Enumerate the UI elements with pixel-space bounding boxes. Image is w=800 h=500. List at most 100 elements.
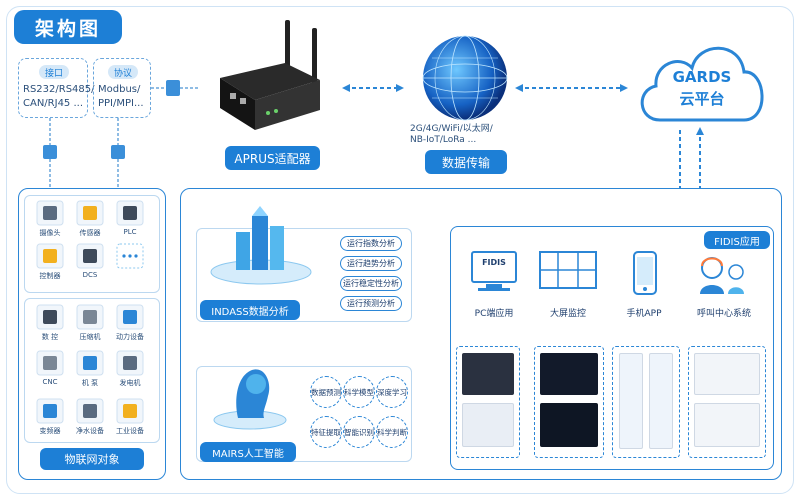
- pc-icon: [471, 251, 517, 291]
- pc-screenshot: [462, 403, 514, 447]
- iot-object-label: DCS: [82, 271, 98, 279]
- call-screenshot: [694, 353, 760, 395]
- interface-box: 接口 RS232/RS485/ CAN/RJ45 ...: [18, 58, 95, 118]
- iot-object-label: 传感器: [79, 229, 101, 237]
- iot-object: 工业设备: [110, 398, 150, 436]
- iot-object: 净水设备: [70, 398, 110, 436]
- iot-object: CNC: [30, 350, 70, 386]
- cloud-title: GARDS: [672, 68, 732, 86]
- ai-capability-label: 提取: [326, 427, 341, 437]
- ai-capability-label: 模型: [359, 387, 374, 397]
- ai-capability-label: 科学: [377, 427, 392, 437]
- interface-label: 接口: [39, 65, 69, 79]
- iot-footer-label: 物联网对象: [40, 448, 144, 470]
- ai-capability-label: 预测: [326, 387, 341, 397]
- iot-object-label: 控制器: [39, 272, 61, 280]
- ai-capability-label: 深度: [377, 387, 392, 397]
- router-icon: [220, 20, 320, 130]
- controller-icon: [36, 243, 64, 269]
- pc-screens: [456, 346, 520, 458]
- call-screenshot: [694, 403, 760, 447]
- ai-capability: 科学模型: [343, 376, 375, 408]
- iot-object-label: 净水设备: [76, 427, 104, 435]
- interface-line-1: RS232/RS485/: [23, 84, 95, 95]
- iot-object-label: 发电机: [119, 379, 141, 387]
- app-label-call: 呼叫中心系统: [696, 309, 751, 319]
- analysis-item: 运行指数分析: [340, 236, 402, 251]
- app-label-wall: 大屏监控: [549, 309, 586, 319]
- ai-capability-label: 智能: [344, 427, 359, 437]
- ai-capability-label: 数据: [311, 387, 326, 397]
- analysis-item: 运行趋势分析: [340, 256, 402, 271]
- iot-object-label: 摄像头: [39, 229, 61, 237]
- iot-object-label: 变频器: [39, 427, 61, 435]
- cloud-subtitle: 云平台: [679, 90, 725, 108]
- ai-head-icon: [213, 369, 287, 430]
- industrial-icon: [116, 398, 144, 424]
- plug-icon: [43, 145, 57, 159]
- iot-group-bottom: [24, 298, 160, 443]
- iot-object-label: 机 泵: [81, 379, 99, 387]
- ai-capability: 智能识别: [343, 416, 375, 448]
- mairs-label: MAIRS人工智能: [200, 442, 296, 462]
- sensor-icon: [76, 200, 104, 226]
- iot-object: PLC: [110, 200, 150, 236]
- iot-object: 摄像头: [30, 200, 70, 238]
- iot-object-label: 动力设备: [116, 333, 144, 341]
- iot-object: 控制器: [30, 243, 70, 281]
- adapter-label: APRUS适配器: [225, 146, 320, 170]
- protocol-line-1: Modbus/: [98, 84, 141, 95]
- analysis-item: 运行预测分析: [340, 296, 402, 311]
- globe-icon: [422, 35, 508, 121]
- camera-icon: [36, 200, 64, 226]
- transmission-label: 数据传输: [425, 150, 507, 174]
- ai-capability: 深度学习: [376, 376, 408, 408]
- iot-panel: [18, 188, 166, 480]
- phone-screenshot: [649, 353, 673, 449]
- iot-object: 动力设备: [110, 304, 150, 342]
- generator-icon: [116, 304, 144, 330]
- video-wall-icon: [539, 251, 597, 289]
- ai-capability: 科学判断: [376, 416, 408, 448]
- pump-icon: [76, 350, 104, 376]
- compressor-icon: [76, 304, 104, 330]
- indass-label: INDASS数据分析: [200, 300, 300, 320]
- iot-object: 发电机: [110, 350, 150, 388]
- iot-group-top: [24, 195, 160, 293]
- indass-box: [196, 228, 412, 322]
- phone-screens: [612, 346, 680, 458]
- network-line-2: NB-IoT/LoRa ...: [410, 135, 477, 145]
- plc-icon: [116, 200, 144, 226]
- network-types: 2G/4G/WiFi/以太网/ NB-IoT/LoRa ...: [410, 124, 550, 146]
- iot-object: DCS: [70, 243, 110, 279]
- diagram-frame: [6, 6, 794, 494]
- phone-screenshot: [619, 353, 643, 449]
- inverter-icon: [36, 398, 64, 424]
- iot-object: 机 泵: [70, 350, 110, 388]
- call-screens: [688, 346, 766, 458]
- protocol-line-2: PPI/MPI...: [98, 98, 144, 109]
- iot-object: 传感器: [70, 200, 110, 238]
- ai-capability: 特征提取: [310, 416, 342, 448]
- iot-object: 数 控: [30, 304, 70, 342]
- ai-capability: 数据预测: [310, 376, 342, 408]
- wall-screenshot: [540, 353, 598, 395]
- interface-line-2: CAN/RJ45 ...: [23, 98, 84, 109]
- dcs-icon: [76, 243, 104, 269]
- cnc-icon: [36, 304, 64, 330]
- pc-badge: FIDIS: [482, 258, 506, 267]
- phone-icon: [633, 251, 657, 295]
- cloud-icon: [640, 46, 764, 122]
- iot-object: 压缩机: [70, 304, 110, 342]
- iot-object: 变频器: [30, 398, 70, 436]
- more-icon: [116, 243, 144, 269]
- ai-capability-label: 学习: [392, 387, 407, 397]
- iot-object-label: 工业设备: [116, 427, 144, 435]
- ai-capability-label: 判断: [392, 427, 407, 437]
- iot-object-label: CNC: [42, 378, 58, 386]
- iot-object: [110, 243, 150, 271]
- app-label-pc: PC端应用: [474, 309, 514, 319]
- plug-icon: [166, 80, 180, 96]
- water-icon: [76, 398, 104, 424]
- ai-capability-label: 识别: [359, 427, 374, 437]
